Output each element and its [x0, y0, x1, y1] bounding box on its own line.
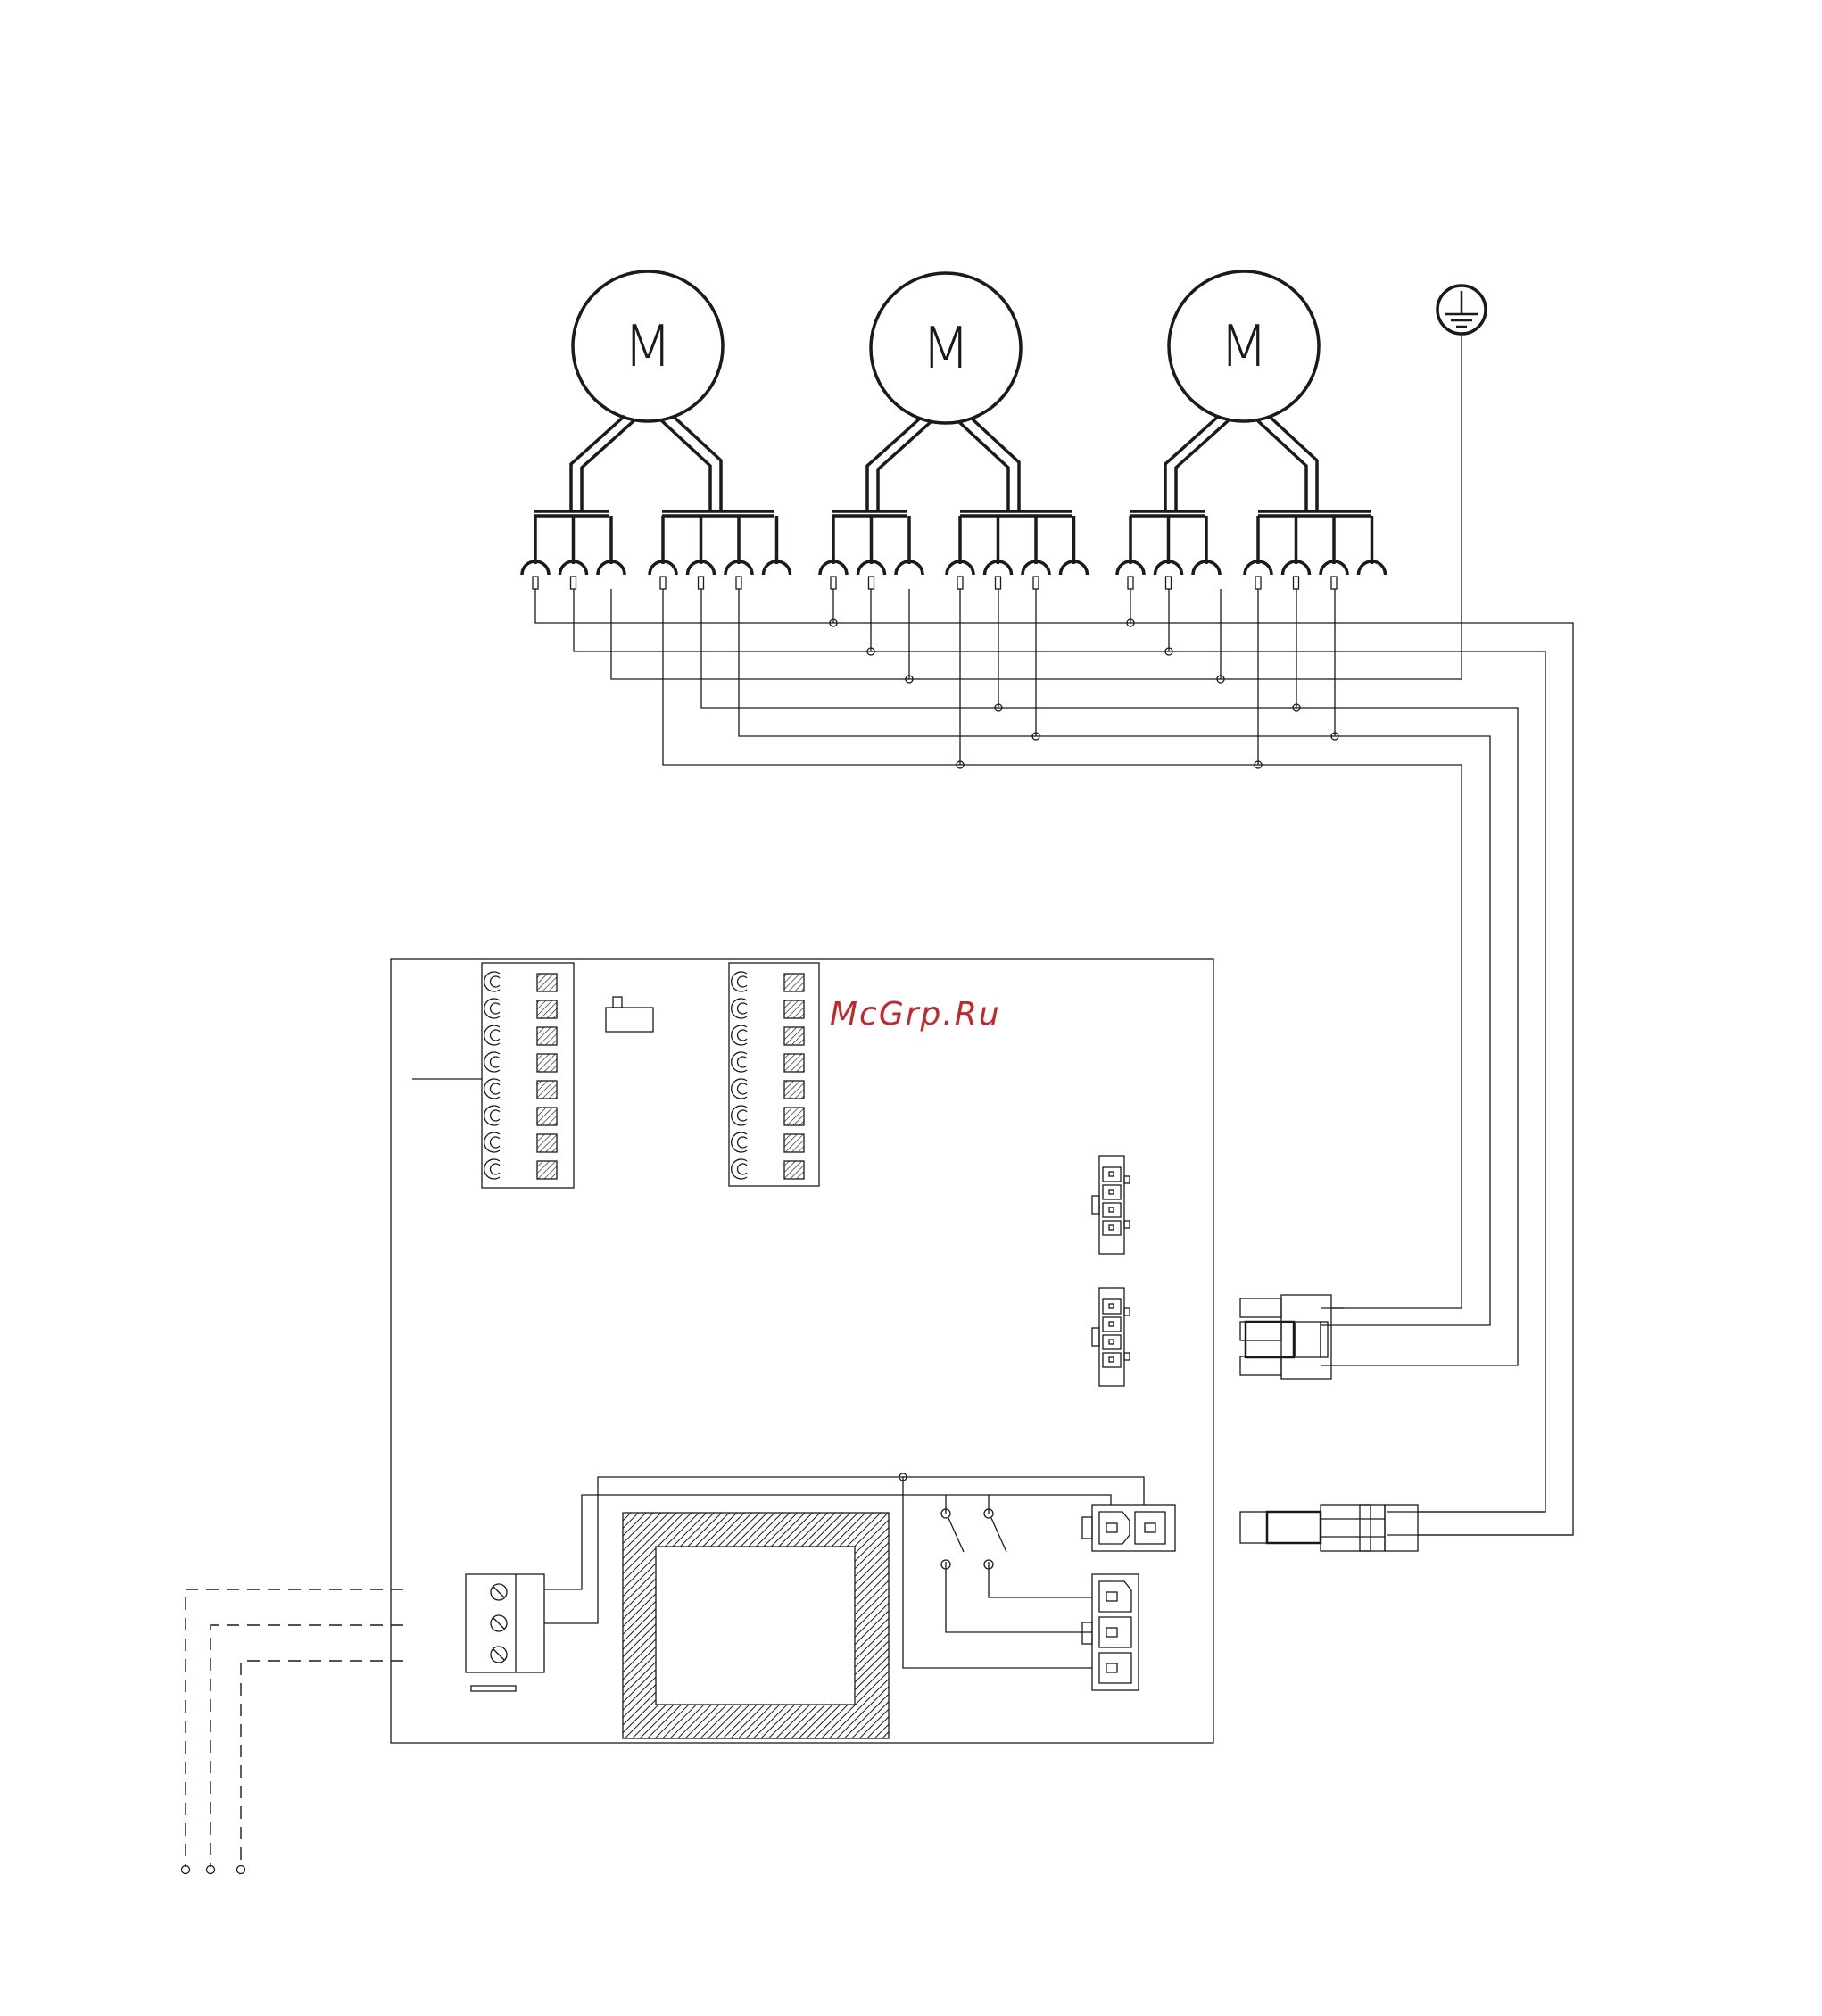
- strip-clamp-1: [484, 999, 500, 1018]
- strip-clamp-6: [484, 1132, 500, 1152]
- terminal-pin-5: [736, 577, 741, 589]
- motor-2-label: M: [921, 316, 970, 382]
- strip-clamp-4: [484, 1079, 500, 1099]
- strip-clamp-5: [484, 1106, 500, 1125]
- strip-screw-4: [537, 1081, 557, 1099]
- strip-clamp-0: [732, 972, 747, 991]
- strip-clamp-0: [484, 972, 500, 991]
- terminal-pin-14: [1128, 577, 1133, 589]
- strip-screw-1: [537, 1000, 557, 1018]
- motor-bus-wiring: [535, 589, 1573, 1535]
- strip-screw-2: [784, 1027, 804, 1045]
- control-board: [391, 959, 1213, 1743]
- strip-screw-0: [784, 974, 804, 991]
- strip-screw-0: [537, 974, 557, 991]
- ground-icon: [1437, 286, 1486, 679]
- strip-clamp-3: [732, 1052, 747, 1072]
- board-connector-2: [1092, 1288, 1130, 1386]
- strip-clamp-6: [732, 1132, 747, 1152]
- strip-screw-6: [537, 1134, 557, 1152]
- strip-screw-4: [784, 1081, 804, 1099]
- strip-clamp-7: [732, 1159, 747, 1179]
- junction-dots: [830, 619, 1338, 768]
- strip-clamp-2: [484, 1025, 500, 1045]
- terminal-pin-1: [571, 577, 576, 589]
- mains-supply-leads: [182, 1589, 404, 1874]
- terminal-pin-15: [1166, 577, 1172, 589]
- strip-clamp-7: [484, 1159, 500, 1179]
- motor-1-label: M: [623, 314, 672, 380]
- motor-3-label: M: [1219, 314, 1268, 380]
- strip-screw-6: [784, 1134, 804, 1152]
- transformer: [623, 1513, 889, 1738]
- terminal-pin-10: [957, 577, 963, 589]
- mains-terminal-block: [466, 1574, 544, 1691]
- board-connector-2pin: [1082, 1505, 1175, 1551]
- terminal-pin-7: [831, 577, 836, 589]
- strip-screw-3: [784, 1054, 804, 1072]
- terminal-pin-0: [533, 577, 538, 589]
- strip-clamp-3: [484, 1052, 500, 1072]
- terminal-strip-1: [482, 963, 574, 1188]
- switch-pair: [941, 1495, 1006, 1569]
- external-connector-3wire: [1240, 1295, 1344, 1379]
- strip-clamp-1: [732, 999, 747, 1018]
- strip-clamp-2: [732, 1025, 747, 1045]
- motor-3: M: [1130, 271, 1371, 516]
- terminal-pin-17: [1255, 577, 1261, 589]
- terminal-pin-12: [1033, 577, 1039, 589]
- terminal-strip-2: [729, 963, 819, 1186]
- strip-screw-5: [537, 1108, 557, 1125]
- terminal-pin-8: [869, 577, 874, 589]
- strip-screw-3: [537, 1054, 557, 1072]
- strip-screw-2: [537, 1027, 557, 1045]
- board-connector-1: [1092, 1156, 1130, 1254]
- strip-screw-7: [784, 1161, 804, 1179]
- strip-clamp-4: [732, 1079, 747, 1099]
- terminal-pin-19: [1331, 577, 1337, 589]
- terminal-pin-11: [996, 577, 1001, 589]
- strip-clamp-5: [732, 1106, 747, 1125]
- terminal-pin-3: [660, 577, 666, 589]
- watermark-text: McGrp.Ru: [830, 996, 1001, 1033]
- terminal-pin-4: [699, 577, 704, 589]
- motor-1: M: [534, 271, 774, 516]
- jumper-component: [606, 997, 653, 1032]
- terminal-pin-18: [1294, 577, 1299, 589]
- strip-screw-1: [784, 1000, 804, 1018]
- motor-2: M: [832, 273, 1072, 516]
- motor-terminal-blocks: [522, 516, 1386, 589]
- strip-screw-7: [537, 1161, 557, 1179]
- strip-screw-5: [784, 1108, 804, 1125]
